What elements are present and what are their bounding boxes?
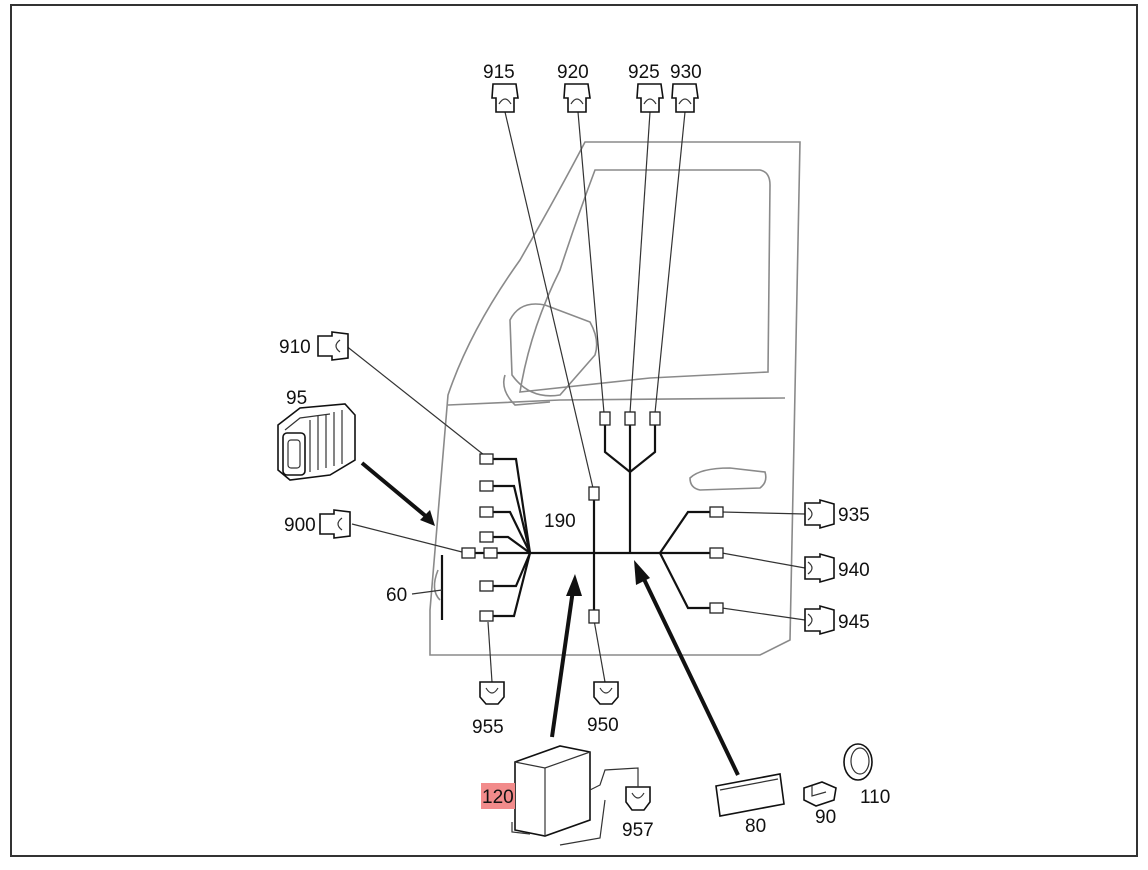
pointer-arrows bbox=[360, 461, 740, 776]
part-labels: 915 920 925 930 910 95 900 190 60 935 94… bbox=[279, 62, 890, 841]
door-outline bbox=[429, 141, 801, 656]
label-95: 95 bbox=[286, 388, 307, 409]
plug-930-icon bbox=[671, 83, 699, 113]
diagram-frame bbox=[10, 4, 1138, 857]
plug-955-icon bbox=[479, 681, 505, 705]
label-925: 925 bbox=[628, 62, 660, 83]
top-wires bbox=[504, 111, 686, 489]
plug-935-icon bbox=[804, 498, 835, 530]
plug-910-icon bbox=[317, 331, 349, 361]
label-120: 120 bbox=[482, 787, 514, 808]
plug-900-icon bbox=[319, 509, 351, 539]
label-955: 955 bbox=[472, 717, 504, 738]
label-80: 80 bbox=[745, 816, 766, 837]
component-80-icon bbox=[715, 773, 785, 817]
inline-connectors bbox=[461, 411, 724, 624]
label-190: 190 bbox=[544, 511, 576, 532]
component-95-icon bbox=[277, 403, 356, 481]
plug-940-icon bbox=[804, 552, 835, 584]
plug-920-icon bbox=[563, 83, 591, 113]
label-920: 920 bbox=[557, 62, 589, 83]
label-945: 945 bbox=[838, 612, 870, 633]
plug-957-icon bbox=[625, 786, 651, 811]
component-120-icon bbox=[511, 745, 639, 846]
plug-950-icon bbox=[593, 681, 619, 705]
label-935: 935 bbox=[838, 505, 870, 526]
highlight-120 bbox=[481, 783, 515, 809]
label-940: 940 bbox=[838, 560, 870, 581]
plug-925-icon bbox=[636, 83, 664, 113]
label-910: 910 bbox=[279, 337, 311, 358]
component-90-icon bbox=[803, 781, 837, 807]
label-930: 930 bbox=[670, 62, 702, 83]
main-harness bbox=[344, 344, 806, 683]
plug-915-icon bbox=[491, 83, 519, 113]
label-957: 957 bbox=[622, 820, 654, 841]
label-915: 915 bbox=[483, 62, 515, 83]
component-110-icon bbox=[843, 743, 873, 781]
label-90: 90 bbox=[815, 807, 836, 828]
label-110: 110 bbox=[860, 787, 890, 808]
plug-945-icon bbox=[804, 604, 835, 636]
label-950: 950 bbox=[587, 715, 619, 736]
label-900: 900 bbox=[284, 515, 316, 536]
label-60: 60 bbox=[386, 585, 407, 606]
